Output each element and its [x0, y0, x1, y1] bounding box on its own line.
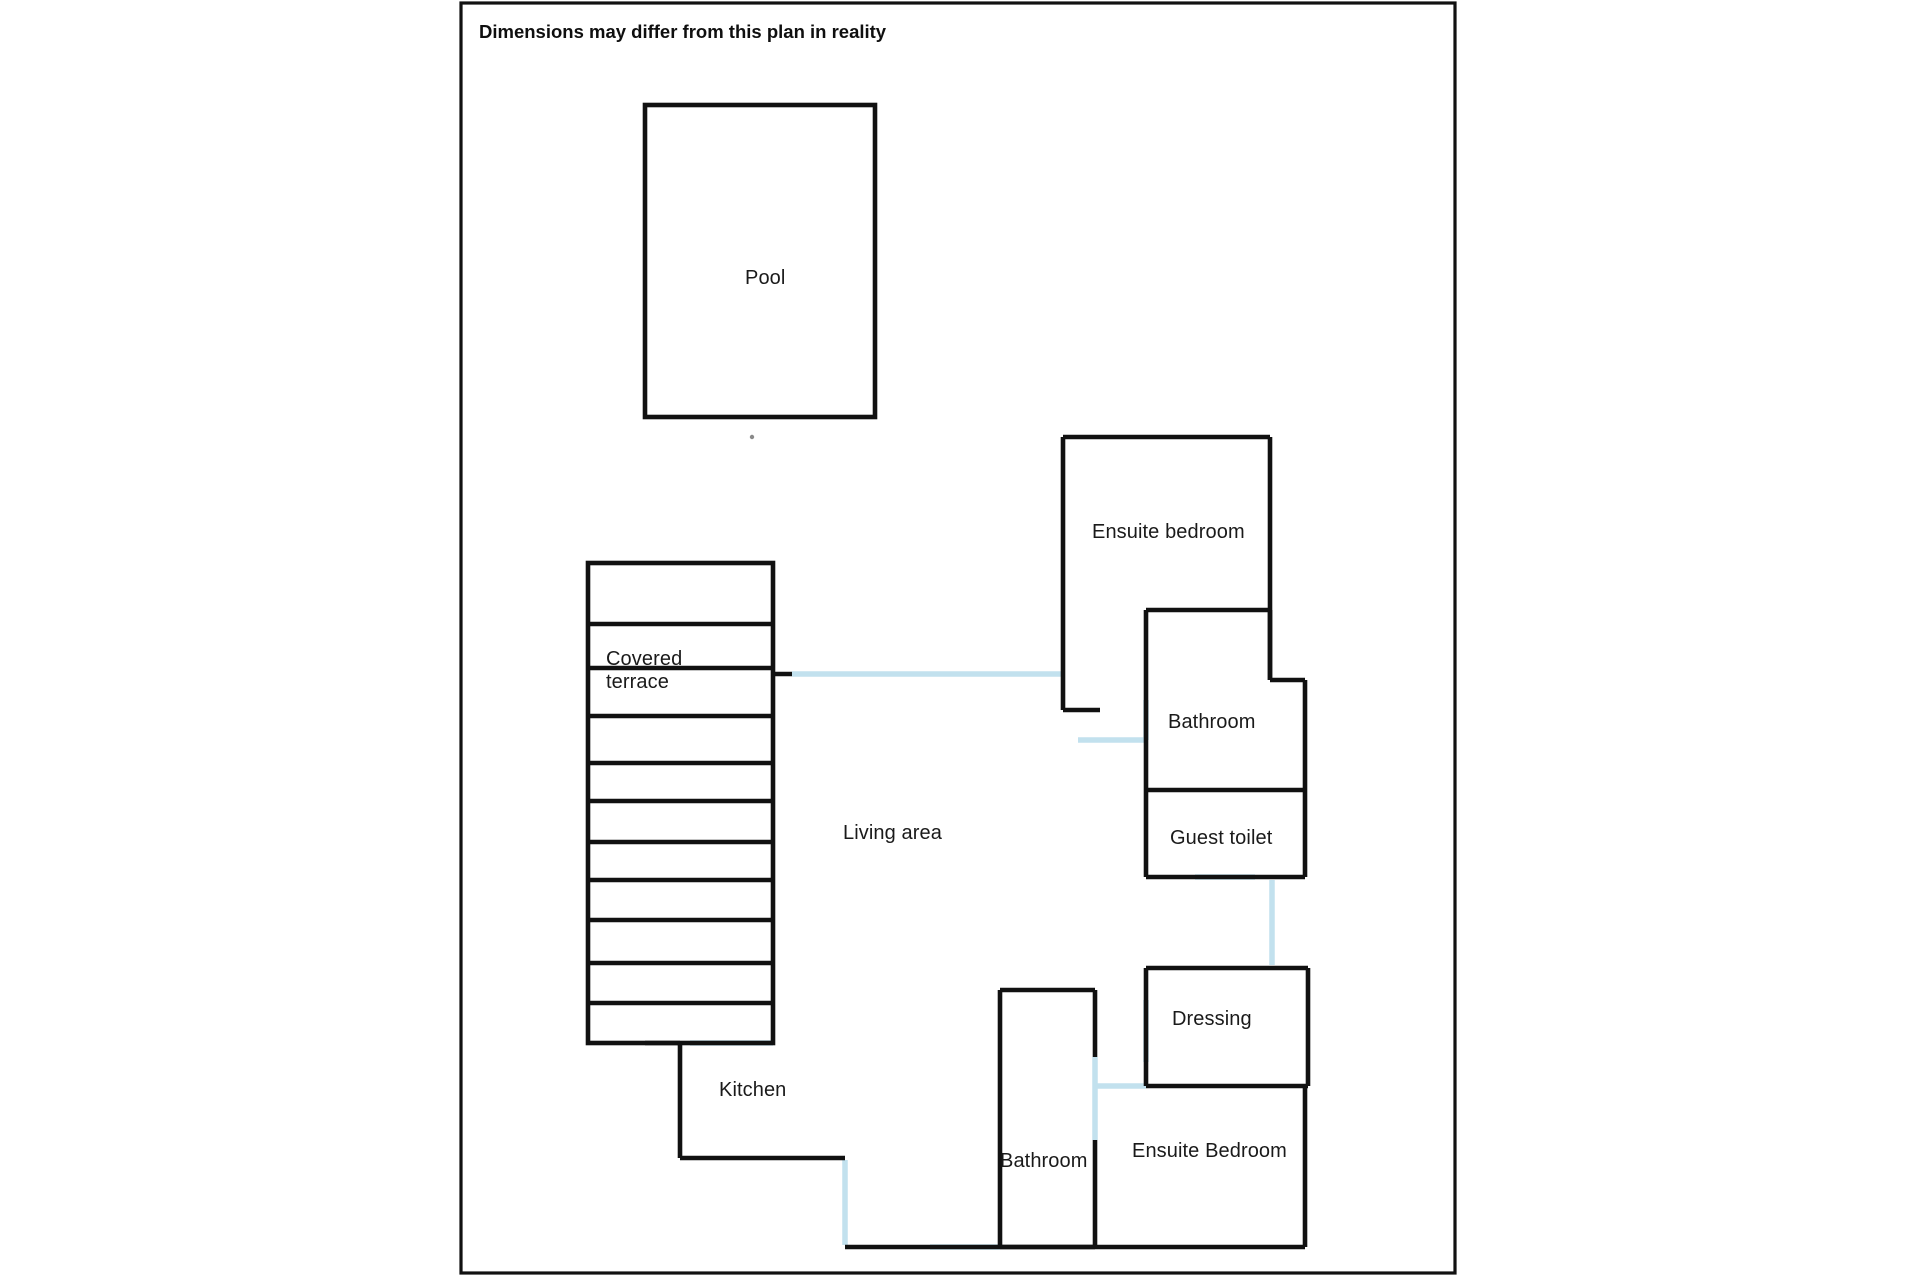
marks-layer — [749, 434, 755, 440]
plan-frame — [459, 1, 1457, 1275]
room-label-living-area: Living area — [843, 822, 942, 844]
plan-disclaimer-note: Dimensions may differ from this plan in … — [479, 21, 887, 42]
room-label-bathroom-upper: Bathroom — [1168, 711, 1256, 733]
room-label-covered-terrace: Covered terrace — [606, 648, 683, 693]
walls-layer — [585, 102, 1311, 1250]
pool-rect — [642, 102, 878, 420]
room-label-dressing: Dressing — [1172, 1008, 1252, 1030]
room-label-ensuite-bedroom-lower: Ensuite Bedroom — [1132, 1140, 1287, 1162]
room-label-bathroom-lower: Bathroom — [1000, 1150, 1088, 1172]
room-label-kitchen: Kitchen — [719, 1079, 787, 1101]
room-label-pool: Pool — [745, 267, 786, 289]
room-label-ensuite-bedroom-upper: Ensuite bedroom — [1092, 521, 1245, 543]
pool-drain-dot — [749, 434, 755, 440]
room-label-guest-toilet: Guest toilet — [1170, 827, 1273, 849]
